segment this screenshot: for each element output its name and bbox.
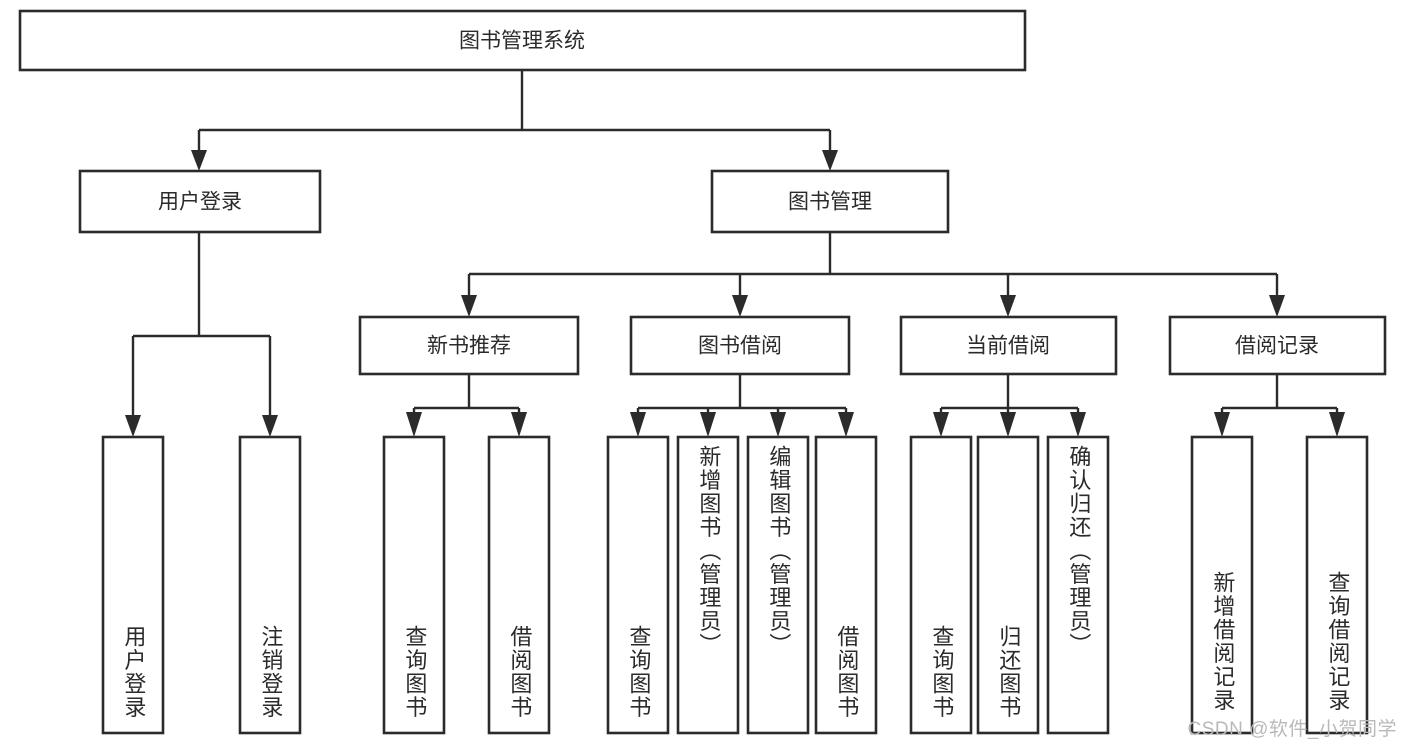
arrow-head-leaf-add-record [1214, 412, 1230, 437]
arrow-head-book-borrow [732, 295, 748, 317]
node-leaf-confirm-return-box[interactable] [1046, 435, 1110, 735]
arrow-head-leaf-return-book [1000, 412, 1016, 437]
node-new-book-recommend-box[interactable] [358, 315, 580, 376]
node-leaf-user-logout-box[interactable] [238, 435, 302, 735]
node-user-login-label: 用户登录 [158, 191, 242, 214]
arrow-head-leaf-borrow-book-1 [511, 412, 527, 437]
connector-group-book-borrow [630, 374, 854, 437]
node-new-book-recommend[interactable]: 新书推荐 [358, 315, 580, 376]
connector-group-book-manage [461, 232, 1285, 317]
node-root-label: 图书管理系统 [459, 30, 585, 53]
node-leaf-query-book-3-box[interactable] [909, 435, 973, 735]
node-leaf-borrow-book-2-box[interactable] [814, 435, 878, 735]
arrow-head-leaf-confirm-return [1070, 412, 1086, 437]
arrow-head-leaf-query-book-2 [630, 412, 646, 437]
arrow-head-current-borrow [1000, 295, 1016, 317]
node-new-book-recommend-label: 新书推荐 [427, 335, 511, 358]
connector-group-current-borrow [933, 374, 1086, 437]
node-current-borrow[interactable]: 当前借阅 [899, 315, 1118, 376]
node-root-box[interactable] [18, 9, 1027, 72]
connector-group-new-book-recommend [406, 374, 527, 437]
arrow-head-leaf-query-book-3 [933, 412, 949, 437]
node-book-manage[interactable]: 图书管理 [710, 169, 950, 234]
node-leaf-add-book-box[interactable] [676, 435, 740, 735]
node-leaf-query-record-box[interactable] [1305, 435, 1369, 735]
node-leaf-query-book-1-box[interactable] [382, 435, 446, 735]
arrow-head-leaf-user-login [125, 415, 141, 437]
node-leaf-borrow-book-1-box[interactable] [487, 435, 551, 735]
node-leaf-return-book-box[interactable] [976, 435, 1040, 735]
node-leaf-edit-book-box[interactable] [746, 435, 810, 735]
arrow-head-leaf-add-book [700, 412, 716, 437]
arrow-head-new-book-recommend [461, 295, 477, 317]
arrow-head-leaf-user-logout [262, 415, 278, 437]
node-borrow-record[interactable]: 借阅记录 [1168, 315, 1387, 376]
connector-group-user-login [125, 232, 278, 437]
node-leaf-query-book-2-box[interactable] [606, 435, 670, 735]
arrow-head-leaf-query-book-1 [406, 412, 422, 437]
node-user-login[interactable]: 用户登录 [78, 169, 322, 234]
arrow-head-leaf-edit-book [770, 412, 786, 437]
connector-group-borrow-record [1214, 374, 1345, 437]
node-book-manage-box[interactable] [710, 169, 950, 234]
arrow-head-user-login [191, 150, 207, 171]
arrow-head-leaf-borrow-book-2 [838, 412, 854, 437]
arrow-head-leaf-query-record [1329, 412, 1345, 437]
node-book-borrow-label: 图书借阅 [698, 335, 782, 358]
arrow-head-borrow-record [1269, 295, 1285, 317]
node-book-borrow-box[interactable] [629, 315, 851, 376]
node-book-manage-label: 图书管理 [788, 191, 872, 214]
node-current-borrow-label: 当前借阅 [966, 335, 1050, 358]
connector-group-root [191, 70, 838, 171]
node-leaf-add-record-box[interactable] [1190, 435, 1254, 735]
node-book-borrow[interactable]: 图书借阅 [629, 315, 851, 376]
node-root[interactable]: 图书管理系统 [18, 9, 1027, 72]
node-current-borrow-box[interactable] [899, 315, 1118, 376]
arrow-head-book-manage [822, 150, 838, 171]
leaf-boxes [101, 435, 1369, 735]
node-borrow-record-box[interactable] [1168, 315, 1387, 376]
node-user-login-box[interactable] [78, 169, 322, 234]
node-borrow-record-label: 借阅记录 [1235, 335, 1319, 358]
node-leaf-user-login-box[interactable] [101, 435, 165, 735]
